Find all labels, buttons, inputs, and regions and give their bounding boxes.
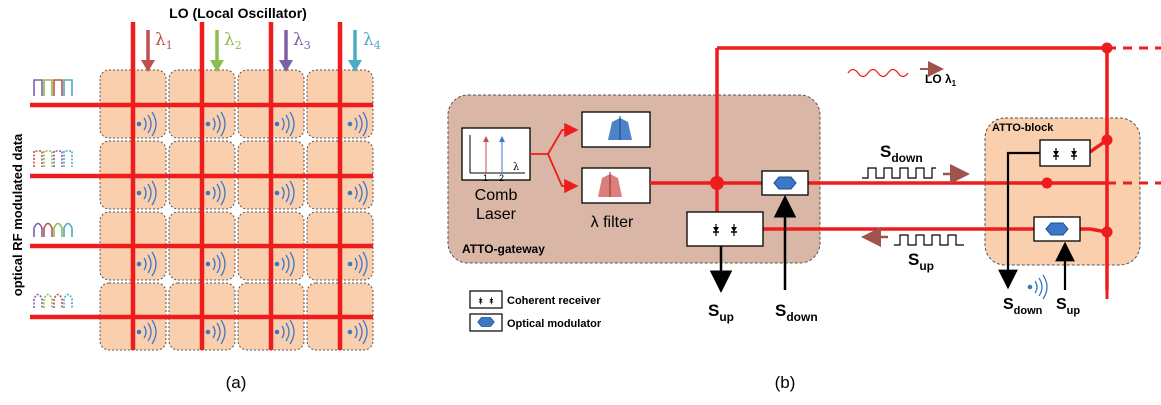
fiber-dashes bbox=[1105, 46, 1161, 300]
block-s-down-arrow bbox=[998, 151, 1040, 290]
blue-filter-box bbox=[581, 111, 651, 148]
filter-label: λ filter bbox=[591, 214, 634, 231]
block-antenna-icon bbox=[1027, 274, 1048, 300]
s-up-bottom-label: Sup bbox=[708, 301, 734, 324]
block-receiver bbox=[1039, 139, 1091, 167]
legend-coherent-receiver: Coherent receiver bbox=[507, 295, 601, 307]
gateway-modulator bbox=[761, 170, 809, 196]
optical-modulator-icon bbox=[1045, 222, 1069, 236]
block-modulator bbox=[1033, 216, 1081, 242]
s-down-bottom-label: Sdown bbox=[775, 301, 818, 324]
side-label: optical RF modulated data bbox=[10, 133, 25, 296]
s-down-top-label: Sdown bbox=[880, 142, 923, 165]
legend-optical-modulator: Optical modulator bbox=[507, 318, 602, 330]
atto-block-label: ATTO-block bbox=[992, 122, 1054, 134]
gateway-receiver bbox=[686, 211, 764, 247]
optical-modulator-icon bbox=[477, 317, 495, 327]
comb-laser-label-line2: Laser bbox=[476, 206, 517, 223]
s-up-pulse-train bbox=[894, 234, 964, 246]
lo-title: LO (Local Oscillator) bbox=[169, 5, 307, 21]
fiber-grid bbox=[30, 22, 373, 350]
comb-tick-1: 1 bbox=[483, 173, 488, 183]
splitter-paths bbox=[530, 122, 579, 194]
cell-grid bbox=[99, 69, 374, 351]
data-pulses bbox=[33, 79, 73, 308]
lambda-3-label: λ3 bbox=[293, 30, 311, 52]
wavelength-arrows bbox=[141, 30, 362, 72]
s-up-right-label: Sup bbox=[1056, 296, 1080, 317]
lambda-1-label: λ1 bbox=[155, 30, 173, 52]
comb-laser-label-line1: Comb bbox=[475, 187, 518, 204]
junction-dots bbox=[710, 42, 1113, 238]
panel-a: λ1 λ2 λ3 λ4 LO (Local Oscillator) bbox=[10, 5, 381, 392]
optical-modulator-icon bbox=[773, 176, 797, 190]
comb-axis-label: λ bbox=[513, 162, 520, 173]
red-filter-box bbox=[581, 167, 651, 204]
comb-tick-2: 2 bbox=[499, 173, 504, 183]
caption-b: (b) bbox=[775, 373, 796, 392]
lambda-4-label: λ4 bbox=[363, 30, 381, 52]
lo-wave bbox=[847, 68, 909, 78]
s-up-mid-label: Sup bbox=[908, 250, 934, 273]
lambda-2-label: λ2 bbox=[224, 30, 242, 52]
lo-lambda-label: LO λ1 bbox=[925, 72, 957, 88]
comb-laser: 1 2 λ bbox=[461, 127, 531, 183]
legend: Coherent receiver Optical modulator bbox=[469, 290, 602, 332]
caption-a: (a) bbox=[226, 373, 247, 392]
s-down-right-label: Sdown bbox=[1003, 296, 1043, 317]
atto-gateway-label: ATTO-gateway bbox=[462, 242, 545, 256]
s-down-pulse-train bbox=[862, 167, 936, 179]
panel-b: ATTO-gateway ATTO-block 1 2 λ Comb Laser bbox=[447, 42, 1161, 392]
